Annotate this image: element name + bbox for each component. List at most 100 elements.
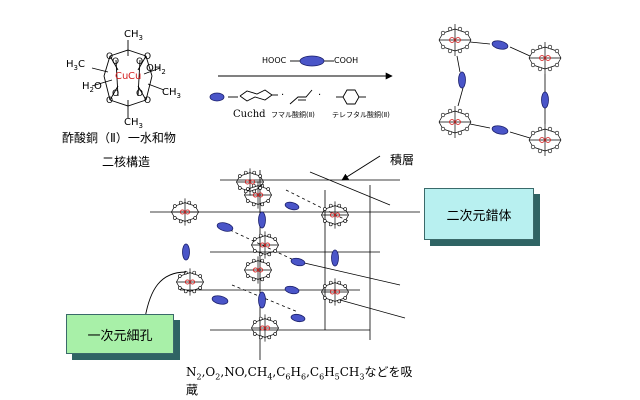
node-cage-bottom [532, 146, 558, 152]
linker-ellipse-reagent [209, 92, 225, 102]
oxygen-atom [178, 200, 183, 205]
oxygen-atom [328, 203, 333, 208]
oxygen-atom [187, 219, 192, 224]
adsorbed-species-line2: 蔵 [186, 383, 199, 397]
copper-atom [179, 209, 185, 215]
oxygen-atom [447, 108, 453, 114]
node-cage-top [247, 185, 269, 190]
oxygen-atom [530, 48, 536, 54]
copper-atom-left: Cu [115, 71, 129, 82]
copper-atom [252, 192, 258, 198]
water-left-label: H2O [82, 81, 102, 94]
two-dimensional-complex-box: 二次元錯体 [424, 188, 540, 246]
oxygen-atom [554, 130, 560, 136]
oxygen-atom [457, 130, 463, 136]
framework-axis-line [299, 261, 401, 286]
oxygen-atom [447, 26, 453, 32]
copper-atom [184, 279, 190, 285]
oxygen-atom [464, 44, 470, 50]
node-cage-bottom [247, 200, 269, 205]
oxygen-atom [251, 258, 256, 263]
oxygen-atom [251, 183, 256, 188]
oxygen-atom [547, 126, 553, 132]
node-cage-bottom [174, 217, 196, 222]
oxygen-atom [251, 277, 256, 282]
oxygen-atom [337, 222, 342, 227]
oxygen-atom [245, 274, 250, 278]
oxygen-atom [252, 320, 257, 324]
node-cage-bottom [324, 220, 346, 225]
oxygen-atom [258, 186, 263, 190]
framework-axis-line [309, 171, 391, 206]
oxygen-atom [198, 286, 203, 290]
node-cage-top [254, 235, 276, 240]
copper-paddlewheel-node [528, 42, 562, 74]
svg-text:O: O [136, 89, 143, 99]
linker-ellipse [216, 222, 234, 232]
svg-text:O: O [144, 96, 151, 106]
node-cage-bottom [442, 46, 468, 52]
copper-atom [449, 119, 455, 125]
oxygen-atom [440, 30, 446, 36]
linker-ellipse [491, 40, 509, 50]
oxygen-atom [245, 262, 250, 266]
copper-paddlewheel-node [244, 181, 272, 209]
oxygen-atom [258, 335, 263, 340]
copper-atom [259, 325, 265, 331]
node-cage-top [179, 272, 201, 277]
node-cage-top [442, 110, 468, 116]
oxygen-atom [258, 252, 263, 257]
svg-text:O: O [136, 57, 143, 67]
copper-atom [252, 267, 258, 273]
oxygen-atom [193, 204, 198, 208]
oxygen-atoms-monomer: O O O O O O O O [106, 52, 151, 106]
oxygen-atom [322, 219, 327, 223]
oxygen-atom [266, 199, 271, 203]
oxygen-atom [547, 148, 553, 154]
two-dimensional-grid [438, 24, 562, 156]
copper-paddlewheel-node [251, 231, 279, 259]
oxygen-atom [187, 200, 192, 205]
oxygen-atom [447, 130, 453, 136]
svg-text:O: O [112, 89, 119, 99]
linker-ellipse [541, 91, 549, 109]
copper-atom [265, 325, 271, 331]
linker-ellipse [491, 125, 509, 135]
dot-separator-1: · [281, 90, 285, 101]
oxygen-atom [440, 126, 446, 132]
oxygen-atom [267, 252, 272, 257]
node-cage-top [532, 46, 558, 52]
linker-ellipse [284, 285, 300, 295]
node-cage-top [324, 282, 346, 287]
copper-atom [539, 55, 545, 61]
oxygen-atom [464, 126, 470, 132]
oxygen-atom [537, 44, 543, 50]
oxygen-atom [322, 296, 327, 300]
methyl-right-label: CH3 [162, 87, 181, 100]
oxygen-atom [237, 174, 242, 178]
oxygen-atom [440, 44, 446, 50]
copper-atom [185, 209, 191, 215]
oxygen-atom [252, 170, 257, 175]
oxygen-atom [537, 126, 543, 132]
methyl-top-label: CH3 [124, 29, 143, 42]
stacking-arrow [341, 155, 381, 181]
framework-bond [457, 87, 464, 107]
copper-atom [244, 179, 250, 185]
oxygen-atom [464, 30, 470, 36]
copper-atom [329, 212, 335, 218]
node-cage-bottom [247, 275, 269, 280]
one-dimensional-pore-label: 一次元細孔 [87, 328, 153, 344]
oxygen-atom [537, 148, 543, 154]
oxygen-atom [322, 284, 327, 288]
oxygen-atom [177, 274, 182, 278]
framework-bond [509, 131, 531, 139]
oxygen-atom [530, 62, 536, 68]
adsorbed-species-line: N2,O2,NO,CH4,C6H6,C6H5CH3などを吸 [186, 365, 413, 382]
label-fumarate: フマル酸銅(Ⅱ) [271, 111, 315, 119]
copper-atom-right: Cu [128, 71, 142, 82]
oxygen-atom [260, 258, 265, 263]
linker-ellipse-top [299, 55, 325, 67]
